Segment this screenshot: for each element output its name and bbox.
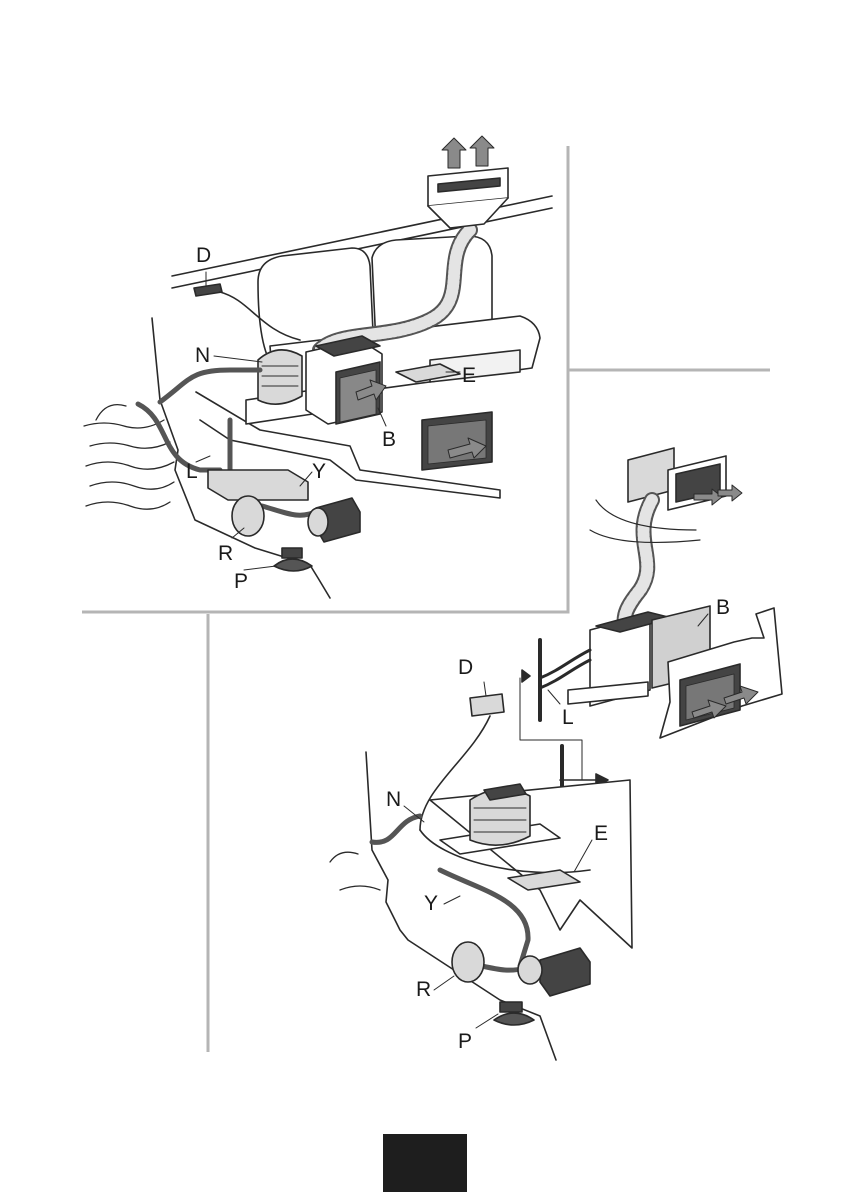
strainer-box — [208, 470, 308, 500]
pump — [232, 496, 360, 542]
return-grille-panel — [422, 412, 492, 470]
top-view — [84, 136, 552, 598]
seacock — [274, 548, 312, 571]
seacock-bottom — [494, 1002, 534, 1025]
control-display-bottom — [470, 694, 504, 716]
callout-b-top: B — [382, 428, 396, 451]
callout-e-top: E — [462, 364, 476, 387]
callout-d-top: D — [196, 244, 211, 267]
water-waves — [84, 405, 174, 510]
callout-n-bottom: N — [386, 788, 401, 811]
callout-y-bottom: Y — [424, 892, 438, 915]
callout-y-top: Y — [312, 460, 326, 483]
callout-d-bottom: D — [458, 656, 473, 679]
pump-bottom — [452, 942, 590, 996]
callout-e-bottom: E — [594, 822, 608, 845]
callout-b-bottom: B — [716, 596, 730, 619]
callout-l-bottom: L — [562, 706, 574, 729]
bottom-view — [330, 448, 782, 1060]
water-waves-bottom — [330, 852, 380, 890]
callout-r-top: R — [218, 542, 233, 565]
callout-l-top: L — [186, 460, 198, 483]
bracket-marker — [522, 670, 530, 682]
cabinet-outline — [430, 780, 632, 948]
callout-p-top: P — [234, 570, 248, 593]
control-display — [194, 284, 222, 296]
callout-r-bottom: R — [416, 978, 431, 1001]
page-number-box — [383, 1134, 467, 1192]
callout-n-top: N — [195, 344, 210, 367]
pipe-l — [540, 650, 590, 688]
outlet-arrows — [442, 136, 494, 168]
callout-p-bottom: P — [458, 1030, 472, 1053]
